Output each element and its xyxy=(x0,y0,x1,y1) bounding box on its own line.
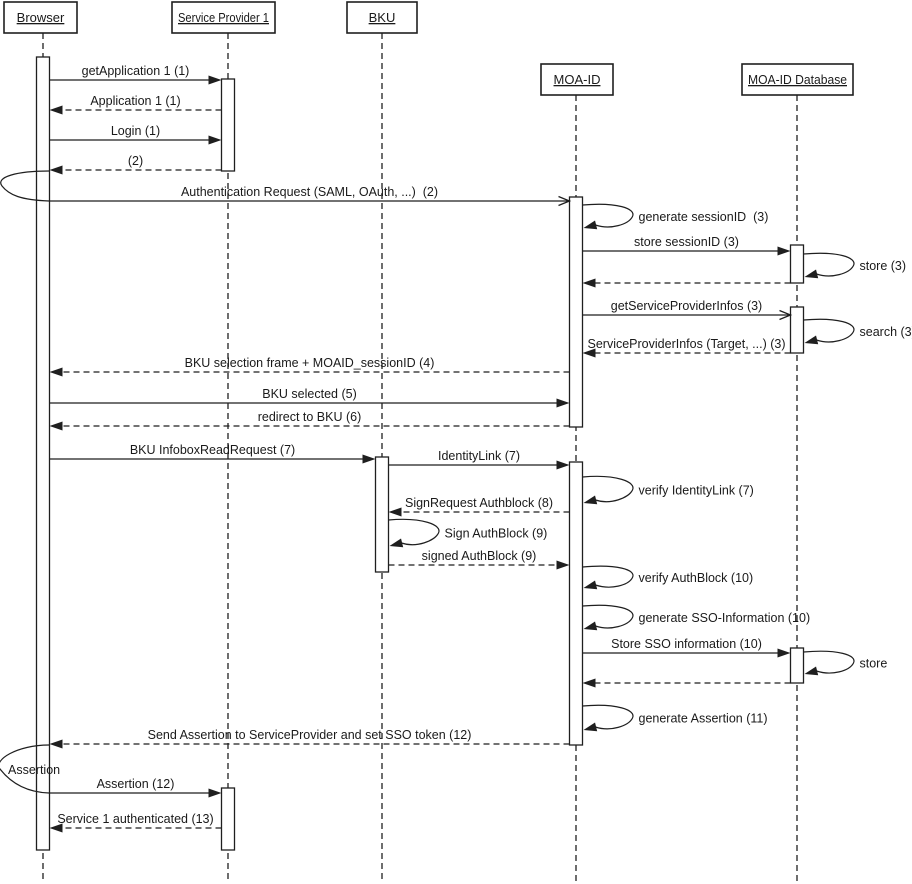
self-message-arc-verify-identitylink-7 xyxy=(582,475,634,503)
self-message-label-verify-identitylink-7: verify IdentityLink (7) xyxy=(639,484,754,498)
self-message-arc-store xyxy=(803,650,855,674)
loopback-arc xyxy=(0,170,50,202)
arrowhead-filled xyxy=(49,165,63,175)
self-message-label-verify-authblock-10: verify AuthBlock (10) xyxy=(639,571,754,585)
message-label-bku-selection-frame-moaid-sessionid-4: BKU selection frame + MOAID_sessionID (4… xyxy=(185,356,435,370)
arrowhead-open xyxy=(558,195,572,207)
arrowhead-filled xyxy=(582,348,596,358)
activation-bar-db xyxy=(789,647,805,684)
actor-box-bku xyxy=(346,1,418,34)
message-label-signrequest-authblock-8: SignRequest Authblock (8) xyxy=(405,496,553,510)
arrowhead-filled xyxy=(388,507,402,517)
activation-bar-db xyxy=(789,244,805,284)
arrowhead-filled xyxy=(804,269,819,279)
arrowhead-open xyxy=(779,309,793,321)
activation-bar-moaid xyxy=(568,461,584,746)
arrowhead-filled xyxy=(49,739,63,749)
arrowhead-filled xyxy=(582,278,596,288)
self-message-arc-sign-authblock-9 xyxy=(388,518,440,546)
actor-label-browser: Browser xyxy=(17,10,65,25)
message-label-redirect-to-bku-6: redirect to BKU (6) xyxy=(258,410,362,424)
loopback-label: Assertion xyxy=(8,763,60,777)
activation-bar-browser xyxy=(35,56,51,851)
self-message-label-generate-sessionid-3: generate sessionID (3) xyxy=(639,210,769,224)
message-label-identitylink-7: IdentityLink (7) xyxy=(438,449,520,463)
self-message-label-search-3: search (3) xyxy=(860,325,912,339)
message-label-store-sso-information-10: Store SSO information (10) xyxy=(611,637,762,651)
message-label-signed-authblock-9: signed AuthBlock (9) xyxy=(422,549,537,563)
message-label-getserviceproviderinfos-3: getServiceProviderInfos (3) xyxy=(611,299,762,313)
actor-label-moaid: MOA-ID xyxy=(554,72,601,87)
message-label-getapplication-1-1: getApplication 1 (1) xyxy=(82,64,190,78)
activation-bar-sp xyxy=(220,78,236,172)
arrowhead-filled xyxy=(49,367,63,377)
actor-box-browser xyxy=(3,1,78,34)
message-label-bku-infoboxreadrequest-7: BKU InfoboxReadRequest (7) xyxy=(130,443,295,457)
arrowhead-filled xyxy=(583,621,598,631)
self-message-arc-generate-sessionid-3 xyxy=(582,203,634,228)
arrowhead-filled xyxy=(208,788,222,798)
self-message-label-generate-assertion-11: generate Assertion (11) xyxy=(639,712,768,726)
arrowhead-filled xyxy=(208,75,222,85)
arrowhead-filled xyxy=(49,823,63,833)
actor-label-db: MOA-ID Database xyxy=(748,72,847,87)
activation-bar-bku xyxy=(374,456,390,573)
arrowhead-filled xyxy=(389,538,404,548)
message-label-2: (2) xyxy=(128,154,143,168)
arrowhead-filled xyxy=(583,722,598,732)
actor-box-db xyxy=(741,63,854,96)
self-message-arc-search-3 xyxy=(803,318,855,343)
arrowhead-filled xyxy=(777,648,791,658)
message-label-serviceproviderinfos-target-3: ServiceProviderInfos (Target, ...) (3) xyxy=(588,337,786,351)
arrowhead-filled xyxy=(556,560,570,570)
loopback-arc xyxy=(0,744,50,794)
arrowhead-filled xyxy=(556,398,570,408)
message-label-service-1-authenticated-13: Service 1 authenticated (13) xyxy=(57,812,213,826)
self-message-arc-verify-authblock-10 xyxy=(582,565,634,588)
self-message-label-store-3: store (3) xyxy=(860,259,907,273)
message-label-send-assertion-to-serviceprovider-and-set-sso-token-12: Send Assertion to ServiceProvider and se… xyxy=(148,728,472,742)
self-message-arc-store-3 xyxy=(803,252,855,277)
message-label-assertion-12: Assertion (12) xyxy=(97,777,175,791)
arrowhead-filled xyxy=(208,135,222,145)
actor-label-sp: Service Provider 1 xyxy=(178,10,269,25)
arrowhead-filled xyxy=(804,666,819,676)
arrowhead-filled xyxy=(583,220,598,230)
self-message-arc-generate-sso-information-10 xyxy=(582,604,634,629)
arrowhead-filled xyxy=(556,460,570,470)
self-message-arc-generate-assertion-11 xyxy=(582,704,634,730)
arrowhead-filled xyxy=(777,246,791,256)
actor-box-moaid xyxy=(540,63,614,96)
arrowhead-filled xyxy=(362,454,376,464)
activation-bar-sp xyxy=(220,787,236,851)
arrowhead-filled xyxy=(583,580,598,590)
arrowhead-filled xyxy=(804,335,819,345)
message-label-bku-selected-5: BKU selected (5) xyxy=(262,387,356,401)
actor-box-sp xyxy=(171,1,276,34)
arrowhead-filled xyxy=(583,495,598,505)
self-message-label-store: store xyxy=(860,657,888,671)
self-message-label-sign-authblock-9: Sign AuthBlock (9) xyxy=(445,527,548,541)
message-label-store-sessionid-3: store sessionID (3) xyxy=(634,235,739,249)
message-label-authentication-request-saml-oauth-2: Authentication Request (SAML, OAuth, ...… xyxy=(181,185,438,199)
arrowhead-filled xyxy=(49,421,63,431)
activation-bar-moaid xyxy=(568,196,584,428)
arrowhead-filled xyxy=(582,678,596,688)
message-label-login-1: Login (1) xyxy=(111,124,160,138)
self-message-label-generate-sso-information-10: generate SSO-Information (10) xyxy=(639,611,811,625)
message-label-application-1-1: Application 1 (1) xyxy=(90,94,180,108)
activation-bar-db xyxy=(789,306,805,354)
arrowhead-filled xyxy=(49,105,63,115)
actor-label-bku: BKU xyxy=(369,10,396,25)
